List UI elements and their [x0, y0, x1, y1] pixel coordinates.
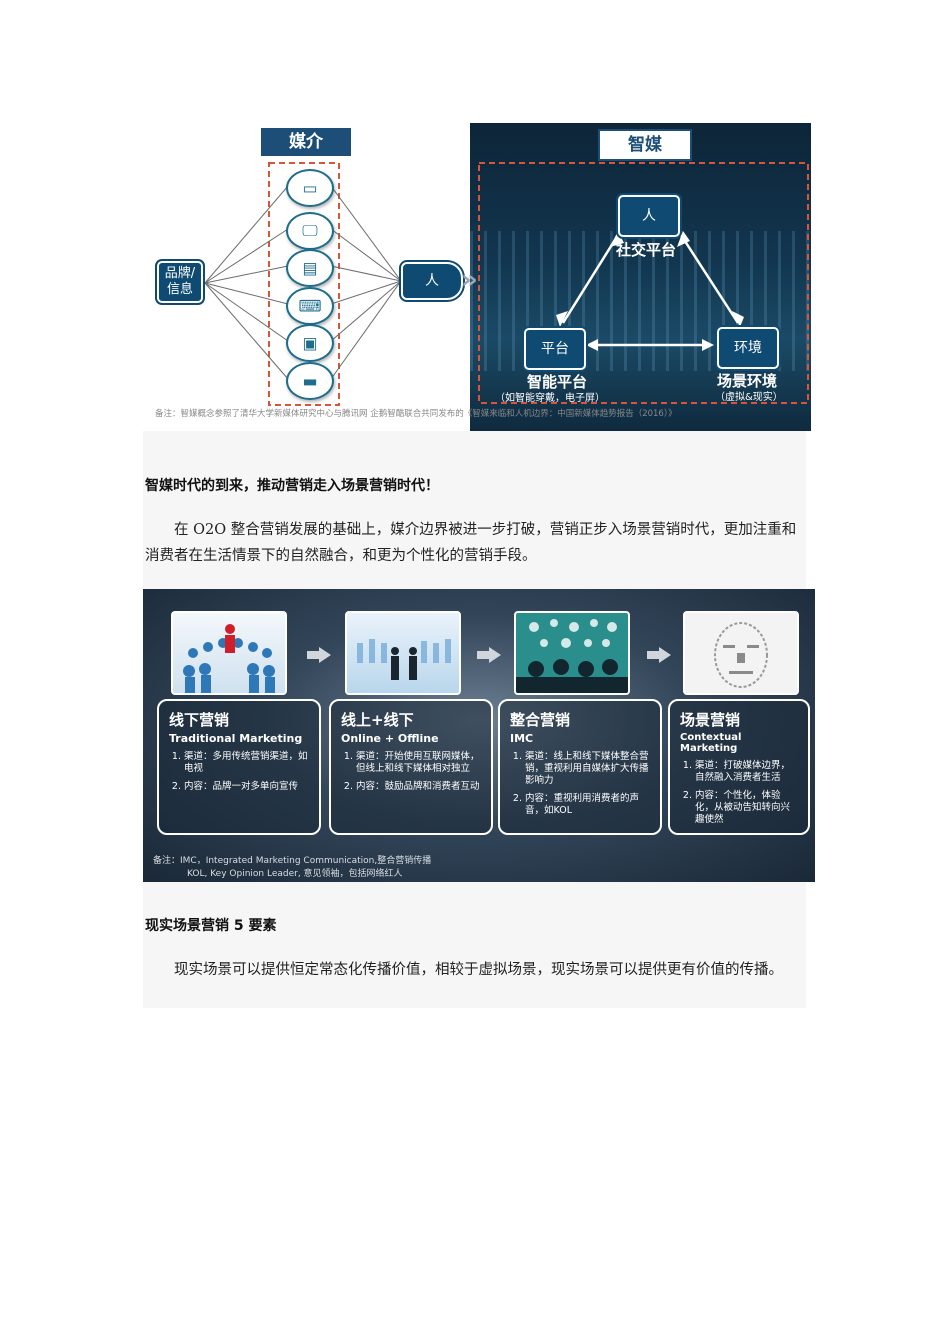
- laptop-icon: ⌨: [286, 287, 334, 325]
- diagram-lines: [204, 162, 402, 406]
- billboard-icon: ▭: [286, 169, 334, 207]
- triangle-lines: [478, 162, 809, 404]
- brand-info-node: 品牌/ 信息: [157, 261, 203, 303]
- heading-smart-media-era: 智媒时代的到来，推动营销走入场景营销时代！: [145, 478, 439, 494]
- platform-node: 平台: [524, 328, 586, 370]
- card-subtitle: Online + Offline: [341, 732, 439, 745]
- card-item: 内容：重视利用消费者的声音，如KOL: [525, 793, 650, 817]
- text-band-2: [143, 882, 806, 1008]
- social-platform-label: 社交平台: [616, 241, 677, 259]
- smart-platform-label: 智能平台: [527, 373, 588, 391]
- card-subtitle: Contextual Marketing: [680, 732, 742, 754]
- card-item: 内容：个性化，体验化，从被动告知转向兴趣使然: [695, 790, 798, 826]
- marketing-evolution-figure: 线下营销 Traditional Marketing 渠道：多用传统营销渠道，如…: [143, 589, 815, 882]
- scene-environment-sub: （虚拟&现实）: [715, 392, 783, 403]
- card-subtitle: Traditional Marketing: [169, 732, 303, 745]
- handshake-photo: [345, 611, 461, 695]
- word-cloud-face-photo: [683, 611, 799, 695]
- card-item: 内容：鼓励品牌和消费者互动: [356, 781, 481, 793]
- smart-media-header: 智媒: [598, 129, 692, 161]
- arrow-right-icon: [647, 647, 671, 663]
- chevron-right-icon: »: [461, 265, 478, 295]
- card-item: 渠道：多用传统营销渠道，如电视: [184, 751, 309, 775]
- card-online-offline: 线上+线下 Online + Offline 渠道：开始使用互联网媒体，但线上和…: [329, 699, 493, 835]
- card-item: 渠道：打破媒体边界，自然融入消费者生活: [695, 760, 798, 784]
- newspaper-icon: ▤: [286, 249, 334, 287]
- environment-node: 环境: [717, 327, 779, 369]
- card-item: 内容：品牌一对多单向宣传: [184, 781, 309, 793]
- crowd-photo: [171, 611, 287, 695]
- card-item: 渠道：开始使用互联网媒体，但线上和线下媒体相对独立: [356, 751, 481, 775]
- scene-environment-label: 场景环境: [717, 372, 778, 390]
- card-item: 渠道：线上和线下媒体整合营销，重视利用自媒体扩大传播影响力: [525, 751, 650, 787]
- media-header: 媒介: [261, 128, 351, 156]
- note-line-kol: KOL, Key Opinion Leader, 意见领袖，包括网络红人: [187, 869, 403, 879]
- card-imc: 整合营销 IMC 渠道：线上和线下媒体整合营销，重视利用自媒体扩大传播影响力 内…: [498, 699, 662, 835]
- figure1-note: 备注：智媒概念参照了清华大学新媒体研究中心与腾讯网 企鹅智酷联合共同发布的《智媒…: [155, 409, 677, 419]
- radio-icon: ▣: [286, 324, 334, 362]
- heading-five-elements: 现实场景营销 5 要素: [145, 918, 277, 934]
- card-contextual-marketing: 场景营销 Contextual Marketing 渠道：打破媒体边界，自然融入…: [668, 699, 810, 835]
- paragraph-reality-scene: 现实场景可以提供恒定常态化传播价值，相较于虚拟场景，现实场景可以提供更有价值的传…: [174, 962, 783, 978]
- smart-platform-sub: （如智能穿戴，电子屏）: [495, 393, 605, 404]
- text-band-1: [143, 430, 806, 590]
- triangle-top-node: 人: [618, 195, 680, 237]
- monitor-icon: 🖵: [286, 212, 334, 250]
- social-icons-photo: [514, 611, 630, 695]
- note-line-imc: 备注：IMC，Integrated Marketing Communicatio…: [153, 856, 432, 866]
- smart-media-diagram: 媒介 智媒 品牌/ 信息 ▭ 🖵 ▤ ⌨ ▣ ▬ 人 » 人 社交平台 平台 智…: [143, 123, 811, 431]
- card-traditional-marketing: 线下营销 Traditional Marketing 渠道：多用传统营销渠道，如…: [157, 699, 321, 835]
- paragraph-scene-marketing: 在 O2O 整合营销发展的基础上，媒介边界被进一步打破，营销正步入场景营销时代，…: [145, 522, 797, 564]
- figure2-note: 备注：IMC，Integrated Marketing Communicatio…: [153, 855, 431, 881]
- arrow-right-icon: [477, 647, 501, 663]
- tv-icon: ▬: [286, 362, 334, 400]
- card-title: 线上+线下: [341, 711, 414, 729]
- card-title: 场景营销: [680, 711, 741, 729]
- card-subtitle: IMC: [510, 732, 534, 745]
- arrow-right-icon: [307, 647, 331, 663]
- person-node: 人: [401, 262, 463, 300]
- card-title: 线下营销: [169, 711, 230, 729]
- card-title: 整合营销: [510, 711, 571, 729]
